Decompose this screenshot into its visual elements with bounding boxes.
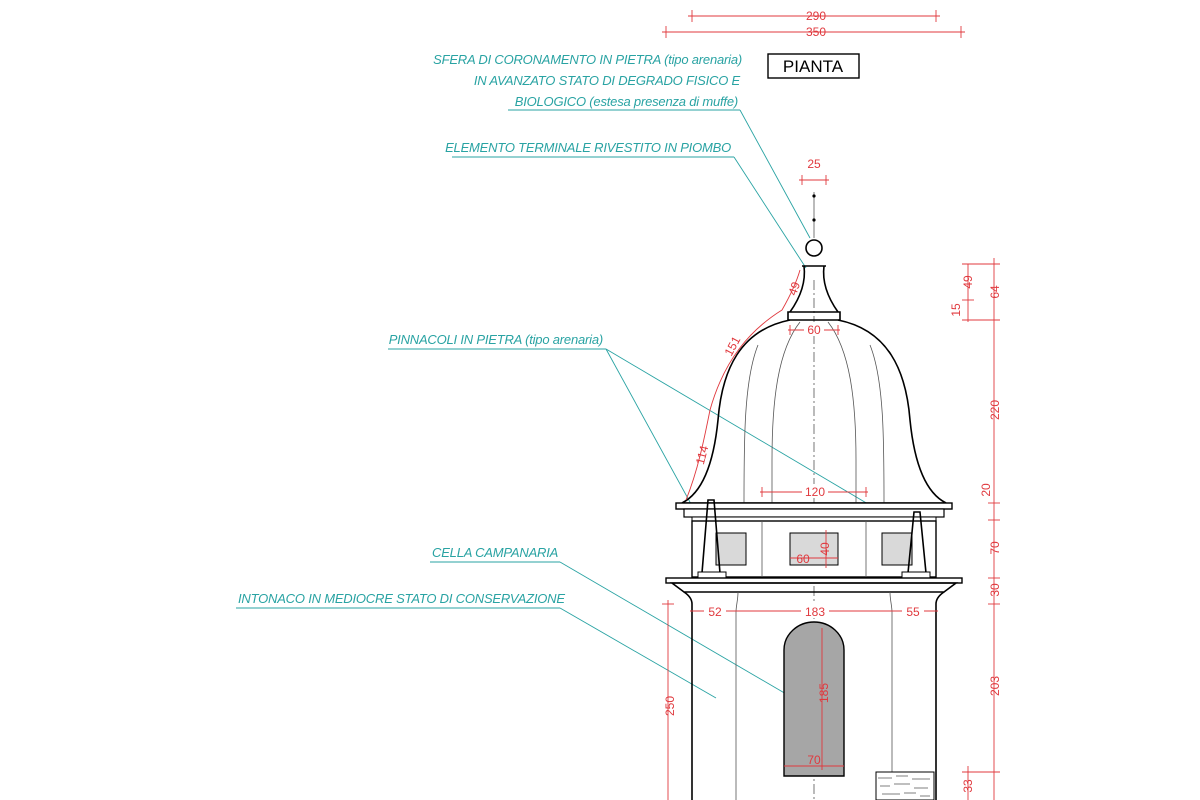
window-left [715,532,747,566]
dim-r-20: 20 [979,483,993,497]
dim-arch-185: 185 [817,683,831,703]
dim-290: 290 [806,9,826,23]
exposed-masonry [875,771,935,800]
note-sfera-line3: BIOLOGICO (estesa presenza di muffe) [515,94,738,109]
arched-belfry-opening [783,621,845,777]
dim-r-203: 203 [988,676,1002,696]
dim-52: 52 [708,605,722,619]
note-sfera-line1: SFERA DI CORONAMENTO IN PIETRA (tipo are… [433,52,742,67]
note-sfera-line2: IN AVANZATO STATO DI DEGRADO FISICO E [474,73,741,88]
window-center [789,532,839,566]
bell-chamber [691,499,937,579]
dim-arch-70: 70 [807,753,821,767]
dim-r-49: 49 [961,275,975,289]
top-dimensions: 290 350 [662,9,965,39]
left-dimension: 250 [662,600,677,800]
window-right [881,532,913,566]
note-intonaco: INTONACO IN MEDIOCRE STATO DI CONSERVAZI… [238,591,565,606]
dim-55: 55 [906,605,920,619]
dim-r-30: 30 [988,583,1002,597]
dim-arc-49: 49 [785,280,803,298]
dim-250: 250 [663,696,677,716]
note-cella-campanaria: CELLA CAMPANARIA [432,545,558,560]
internal-dimensions: 25 60 49 151 114 120 40 60 52 183 55 [685,157,938,770]
dim-120: 120 [805,485,825,499]
upper-cornice [675,502,953,522]
dim-350: 350 [806,25,826,39]
lead-terminal-element [789,265,839,313]
dim-183: 183 [805,605,825,619]
dim-r-220: 220 [988,400,1002,420]
dim-r-33: 33 [961,779,975,793]
dim-arc-151: 151 [722,334,744,359]
dim-window-60: 60 [796,552,810,566]
right-dimension-chain: 49 15 64 220 20 70 30 203 33 [949,258,1002,800]
dim-r-70: 70 [988,541,1002,555]
dim-r-15: 15 [949,303,963,317]
note-elemento-terminale: ELEMENTO TERMINALE RIVESTITO IN PIOMBO [445,140,731,155]
dim-r-64: 64 [988,285,1002,299]
pianta-title: PIANTA [767,53,860,79]
dim-25: 25 [807,157,821,171]
tower-shaft [691,604,937,800]
dim-arc-114: 114 [693,444,711,466]
dim-window-40: 40 [818,542,832,556]
annotations: SFERA DI CORONAMENTO IN PIETRA (tipo are… [236,52,913,706]
dim-60-neck: 60 [807,323,821,337]
note-pinnacoli: PINNACOLI IN PIETRA (tipo arenaria) [389,332,603,347]
lower-cornice [665,577,963,613]
pianta-title-text: PIANTA [783,57,844,76]
stone-sphere [805,239,823,257]
